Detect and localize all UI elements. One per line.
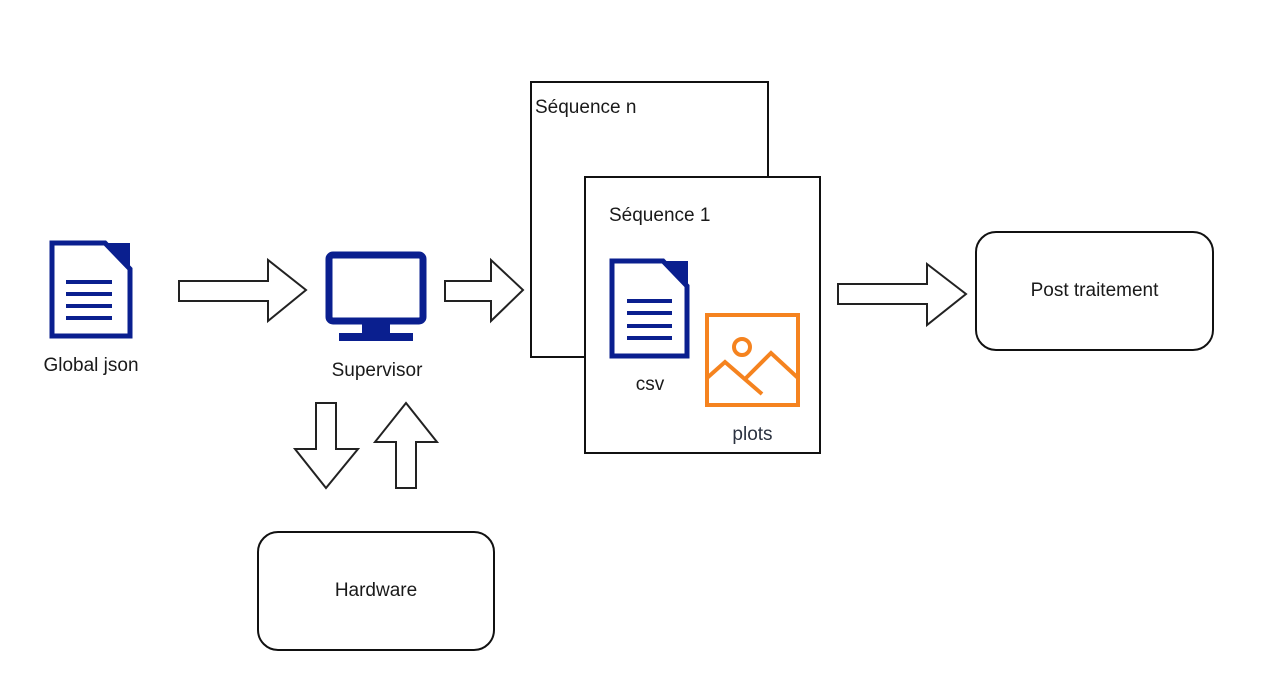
supervisor-monitor-icon xyxy=(325,251,427,341)
hardware-label: Hardware xyxy=(334,580,418,601)
sequence-n-label: Séquence n xyxy=(535,97,637,118)
arrow-global-json-to-supervisor xyxy=(178,257,308,324)
global-json-document-icon xyxy=(49,240,133,339)
sequence-1-label: Séquence 1 xyxy=(609,205,711,226)
post-traitement-label: Post traitement xyxy=(1030,280,1159,301)
arrow-sequence-to-post-traitement xyxy=(837,261,968,328)
arrow-supervisor-to-hardware xyxy=(292,402,361,490)
csv-document-icon xyxy=(609,258,690,359)
supervisor-label: Supervisor xyxy=(331,360,423,381)
arrow-hardware-to-supervisor xyxy=(372,401,440,489)
post-traitement-box[interactable] xyxy=(975,231,1214,351)
global-json-label: Global json xyxy=(43,355,139,376)
arrow-supervisor-to-sequence xyxy=(444,257,525,324)
plots-label: plots xyxy=(732,424,773,445)
csv-label: csv xyxy=(635,374,665,395)
hardware-box[interactable] xyxy=(257,531,495,651)
plots-image-icon xyxy=(705,313,800,407)
